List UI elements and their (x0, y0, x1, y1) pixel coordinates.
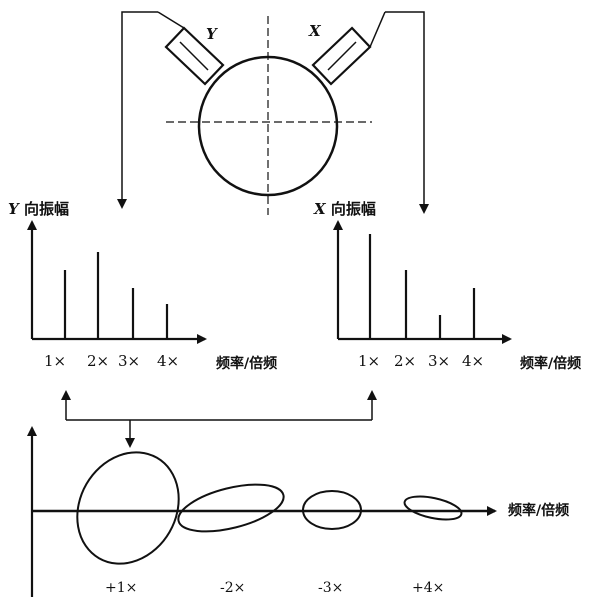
right-plot-title: X 向振幅 (314, 198, 376, 219)
x-sensor-probe (311, 11, 386, 86)
full-spectrum (27, 426, 497, 597)
x-signal-lead (385, 11, 429, 214)
orbit-plus-1x (76, 451, 180, 565)
x-sensor-label: X (309, 22, 321, 40)
right-plot-title-text: 向振幅 (330, 200, 376, 218)
full-xlabel: 频率/倍频 (508, 503, 570, 519)
left-tick-1x: 1× (44, 352, 67, 370)
right-plot-title-var: X (314, 200, 326, 218)
left-plot-title-text: 向振幅 (23, 200, 69, 218)
combine-bracket (61, 390, 377, 448)
full-tick-minus-2x: -2× (220, 580, 246, 596)
left-tick-2x: 2× (87, 352, 110, 370)
y-sensor-probe (157, 11, 225, 86)
y-sensor-label: Y (206, 25, 217, 43)
left-spectrum (27, 220, 207, 344)
orbit-minus-3x (302, 490, 362, 530)
right-tick-2x: 2× (394, 352, 417, 370)
left-tick-4x: 4× (157, 352, 180, 370)
orbit-plus-4x (403, 495, 463, 521)
left-xlabel: 频率/倍频 (216, 356, 278, 372)
right-spectrum (333, 220, 512, 344)
full-tick-plus-4x: +4× (412, 580, 445, 596)
full-tick-minus-3x: -3× (318, 580, 344, 596)
left-plot-title: Y 向振幅 (8, 198, 69, 219)
right-tick-1x: 1× (358, 352, 381, 370)
right-tick-3x: 3× (428, 352, 451, 370)
right-xlabel: 频率/倍频 (520, 356, 582, 372)
right-tick-4x: 4× (462, 352, 485, 370)
orbit-minus-2x (177, 483, 285, 533)
full-tick-plus-1x: +1× (105, 580, 138, 596)
y-signal-lead (117, 11, 158, 209)
left-plot-title-var: Y (8, 200, 19, 218)
left-tick-3x: 3× (118, 352, 141, 370)
